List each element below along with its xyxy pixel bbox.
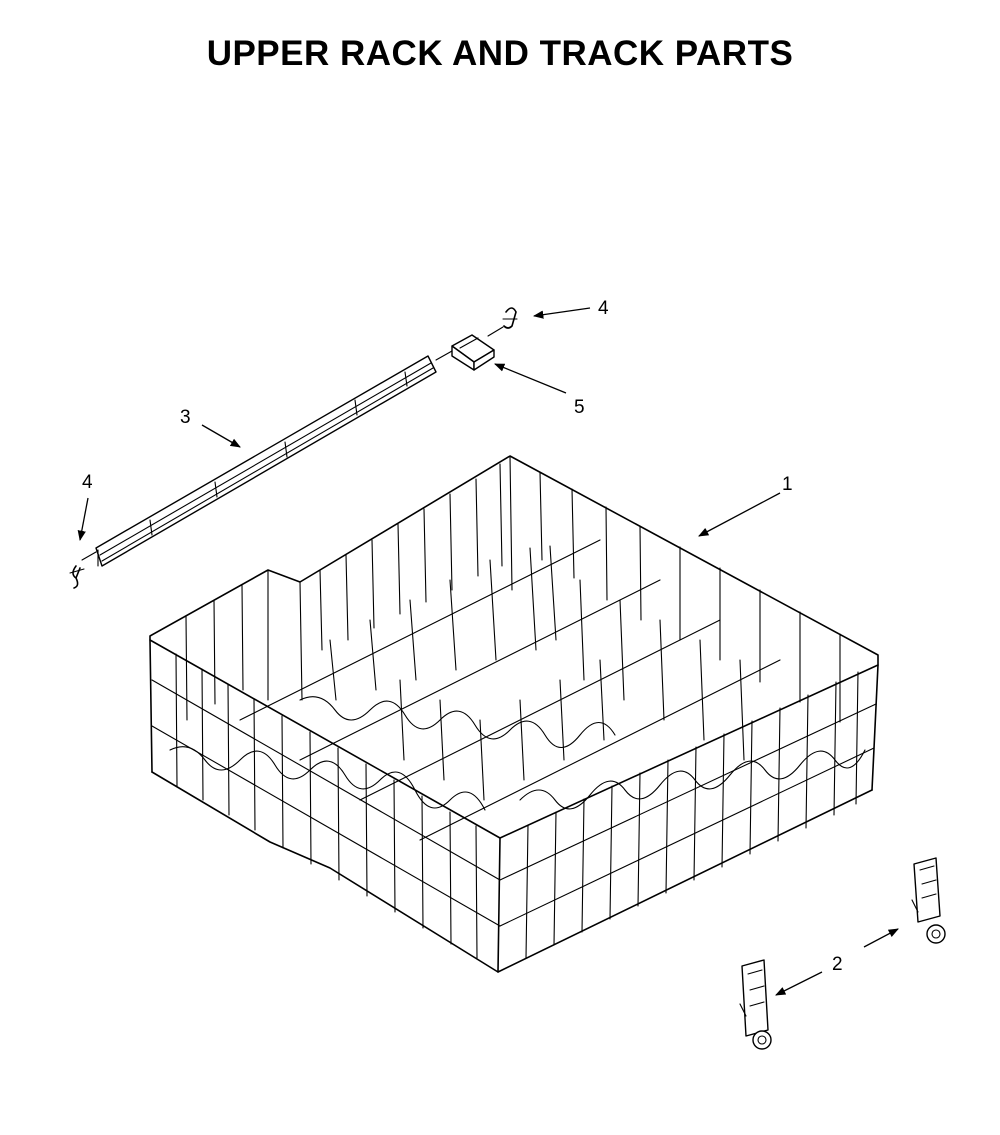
callout-3: 3 bbox=[180, 407, 191, 428]
rack-adjuster-right-part[interactable] bbox=[911, 857, 946, 944]
rack-track-part[interactable] bbox=[81, 350, 453, 567]
track-stop-rear-part[interactable] bbox=[487, 307, 518, 337]
callout-5: 5 bbox=[574, 397, 585, 418]
callout-2: 2 bbox=[832, 954, 843, 975]
callout-1: 1 bbox=[782, 474, 793, 495]
rack-adjuster-left-part[interactable] bbox=[739, 959, 772, 1050]
upper-rack-part[interactable] bbox=[149, 455, 879, 973]
leader-lines bbox=[77, 307, 899, 996]
track-stop-front-part[interactable] bbox=[69, 565, 85, 589]
callout-4-rear: 4 bbox=[598, 298, 609, 319]
track-end-cap-part[interactable] bbox=[451, 334, 495, 371]
callout-4-front: 4 bbox=[82, 472, 93, 493]
page-title: UPPER RACK AND TRACK PARTS bbox=[206, 34, 794, 73]
